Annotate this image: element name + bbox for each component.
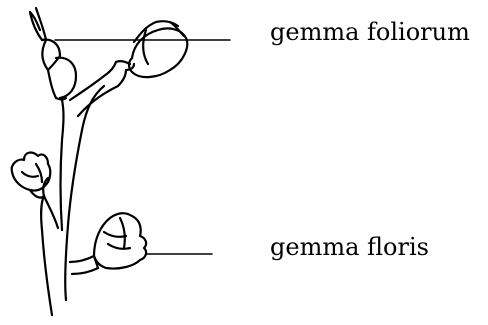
terminal-tip <box>30 8 76 100</box>
leaf-bud <box>104 21 187 86</box>
left-flower-bud <box>12 153 51 198</box>
flower-bud-label: gemma floris <box>270 235 429 259</box>
main-stem <box>41 86 104 315</box>
flower-bud <box>70 213 146 274</box>
leaf-bud-label: gemma foliorum <box>270 20 470 44</box>
